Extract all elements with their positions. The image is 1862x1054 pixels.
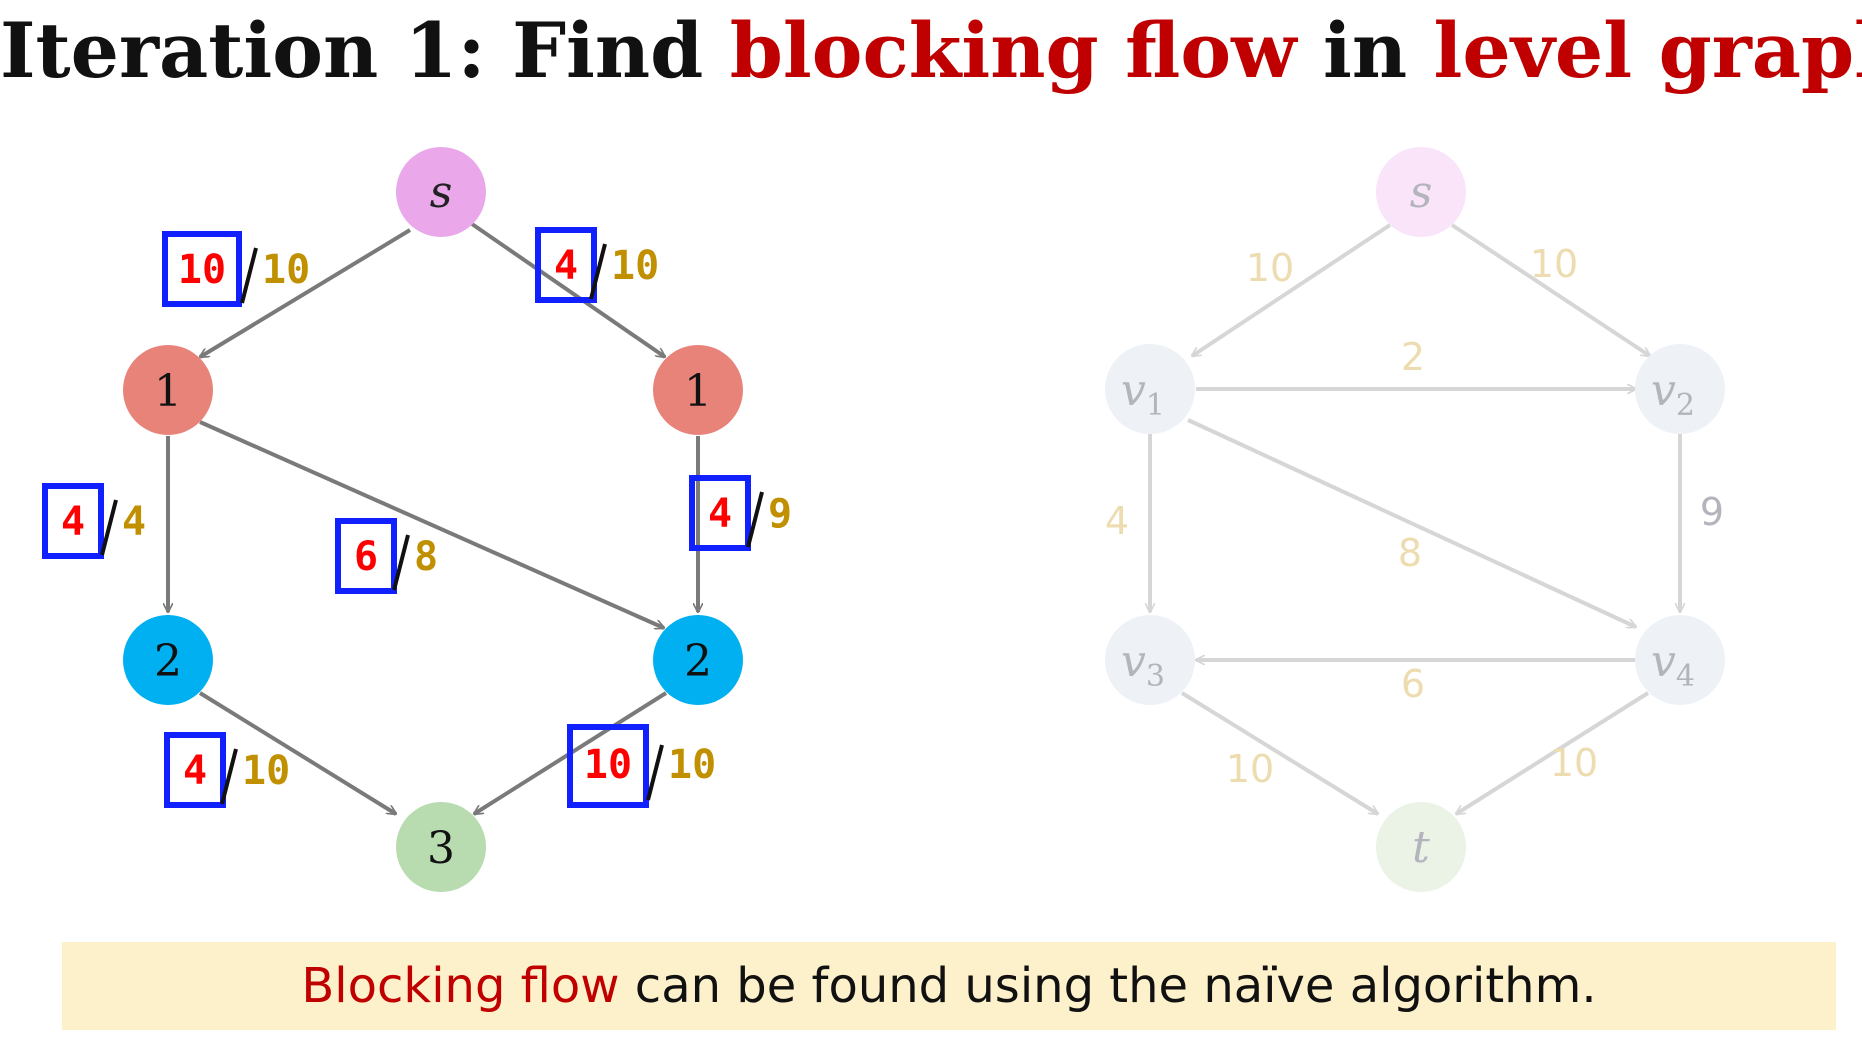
- slash: [100, 499, 118, 556]
- node-level2-left-label: 2: [154, 636, 182, 687]
- caption-rest: can be found using the naïve algorithm.: [619, 958, 1597, 1014]
- node-level1-left-label: 1: [154, 366, 182, 417]
- node-level3-label: 3: [427, 823, 455, 874]
- edge-v4-t: [1456, 691, 1650, 816]
- title-part-3: in: [1296, 6, 1434, 95]
- node-v3: v3: [1105, 615, 1195, 705]
- edge-label-b2-t: 10 10: [567, 724, 716, 808]
- edge-a1-b2: [199, 420, 664, 630]
- capacity-value: 4: [122, 499, 146, 545]
- capacity-value: 8: [414, 534, 438, 580]
- node-s-label: s: [430, 167, 453, 218]
- title-part-1: Iteration 1: Find: [0, 6, 730, 95]
- capacity-v4-v3: 6: [1401, 662, 1425, 706]
- original-graph-nodes: s v1 v2 v3 v4 t: [1105, 147, 1725, 892]
- node-t-label: t: [1412, 822, 1430, 873]
- capacity-value: 10: [611, 243, 659, 289]
- flow-value: 6: [354, 534, 378, 580]
- capacity-v1-v4: 8: [1398, 531, 1422, 575]
- capacity-s-v1: 10: [1246, 246, 1294, 290]
- original-graph-capacities: 10 10 2 4 8 9 6 10 10: [1105, 242, 1724, 791]
- node-level2-right: 2: [653, 615, 743, 705]
- original-graph-edges: [1150, 223, 1680, 816]
- node-level3: 3: [396, 802, 486, 892]
- edge-s-v1: [1192, 223, 1392, 358]
- flow-highlight-box: [567, 724, 649, 808]
- edge-label-a1-a2: 4 4: [42, 483, 146, 559]
- capacity-v4-t: 10: [1550, 741, 1598, 785]
- capacity-value: 10: [262, 247, 310, 293]
- slide-title: Iteration 1: Find blocking flow in level…: [0, 6, 1862, 95]
- edge-label-a2-t: 4 10: [164, 732, 290, 808]
- capacity-value: 9: [768, 491, 792, 537]
- caption-banner: Blocking flow can be found using the naï…: [62, 942, 1836, 1030]
- node-level1-left: 1: [123, 345, 213, 435]
- node-t: t: [1376, 802, 1466, 892]
- node-v1-label: v1: [1121, 365, 1165, 423]
- edge-s-b1: [470, 222, 665, 359]
- capacity-value: 10: [668, 742, 716, 788]
- node-v2-label: v2: [1651, 365, 1695, 423]
- flow-value: 10: [584, 742, 632, 788]
- capacity-v3-t: 10: [1226, 747, 1274, 791]
- title-part-4: level graph: [1433, 6, 1862, 95]
- flow-highlight-box: [162, 231, 242, 307]
- node-v2: v2: [1635, 344, 1725, 434]
- flow-highlight-box: [535, 227, 597, 303]
- flow-value: 4: [554, 243, 578, 289]
- flow-highlight-box: [689, 475, 751, 551]
- flow-value: 4: [183, 748, 207, 794]
- slash: [392, 534, 410, 591]
- capacity-value: 10: [242, 748, 290, 794]
- slash: [589, 243, 607, 300]
- edge-v1-v4: [1187, 418, 1636, 629]
- flow-value: 4: [61, 499, 85, 545]
- edge-label-b1-b2: 4 9: [689, 475, 792, 551]
- node-s-original: s: [1376, 147, 1466, 237]
- node-v3-label: v3: [1121, 636, 1165, 694]
- level-graph-nodes: s 1 1 2 2 3: [123, 147, 743, 892]
- node-level1-right-label: 1: [684, 366, 712, 417]
- capacity-v2-v4: 9: [1700, 490, 1724, 534]
- edge-label-s-a1: 10 10: [162, 231, 310, 307]
- node-level2-left: 2: [123, 615, 213, 705]
- capacity-v1-v3: 4: [1105, 499, 1129, 543]
- node-s: s: [396, 147, 486, 237]
- edge-v3-t: [1180, 691, 1378, 816]
- title-part-2: blocking flow: [729, 6, 1297, 95]
- flow-highlight-box: [42, 483, 104, 559]
- caption-highlight: Blocking flow: [301, 958, 620, 1014]
- slash: [746, 491, 764, 548]
- slash: [220, 748, 238, 805]
- edge-s-v2: [1450, 223, 1650, 358]
- flow-highlight-box: [335, 518, 397, 594]
- node-level2-right-label: 2: [684, 636, 712, 687]
- edge-a2-t: [198, 691, 396, 816]
- level-graph-edge-labels: 10 10 4 10 4 4 6 8 4 9: [42, 227, 792, 808]
- slash: [646, 744, 664, 801]
- flow-highlight-box: [164, 732, 226, 808]
- edge-label-a1-b2: 6 8: [335, 518, 438, 594]
- flow-value: 10: [178, 247, 226, 293]
- node-level1-right: 1: [653, 345, 743, 435]
- capacity-v1-v2: 2: [1401, 335, 1425, 379]
- node-v4-label: v4: [1651, 636, 1695, 694]
- edge-label-s-b1: 4 10: [535, 227, 659, 303]
- capacity-s-v2: 10: [1530, 242, 1578, 286]
- slash: [240, 247, 258, 304]
- edge-s-a1: [200, 228, 412, 359]
- node-v1: v1: [1105, 344, 1195, 434]
- flow-value: 4: [708, 491, 732, 537]
- node-v4: v4: [1635, 615, 1725, 705]
- node-s-original-label: s: [1410, 167, 1433, 218]
